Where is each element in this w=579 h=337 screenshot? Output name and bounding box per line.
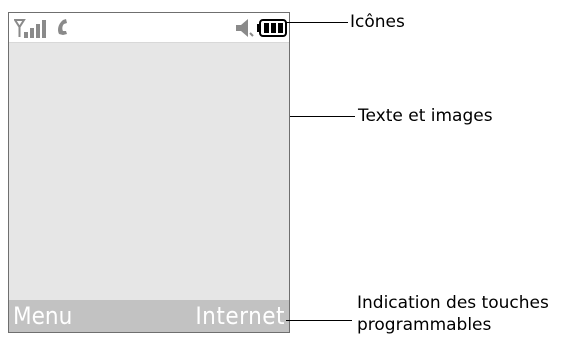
callout-label-softkeys-line2: programmables <box>357 315 492 335</box>
callout-label-text-images: Texte et images <box>358 106 493 126</box>
softkey-right[interactable]: Internet <box>195 302 285 330</box>
speaker-icon <box>234 17 254 39</box>
status-bar <box>9 13 289 43</box>
phone-screen: Menu Internet <box>8 12 290 333</box>
battery-icon <box>257 19 287 37</box>
callout-label-softkeys-line1: Indication des touches <box>357 293 549 313</box>
softkey-bar: Menu Internet <box>9 300 289 332</box>
phone-call-icon <box>56 18 72 36</box>
callout-label-icons: Icônes <box>350 12 405 32</box>
callout-line-text-images <box>290 116 355 117</box>
callout-line-icons <box>285 22 348 23</box>
callout-line-softkeys <box>286 320 352 321</box>
signal-strength-icon <box>14 17 48 39</box>
softkey-left[interactable]: Menu <box>13 302 73 330</box>
content-area <box>9 43 289 302</box>
